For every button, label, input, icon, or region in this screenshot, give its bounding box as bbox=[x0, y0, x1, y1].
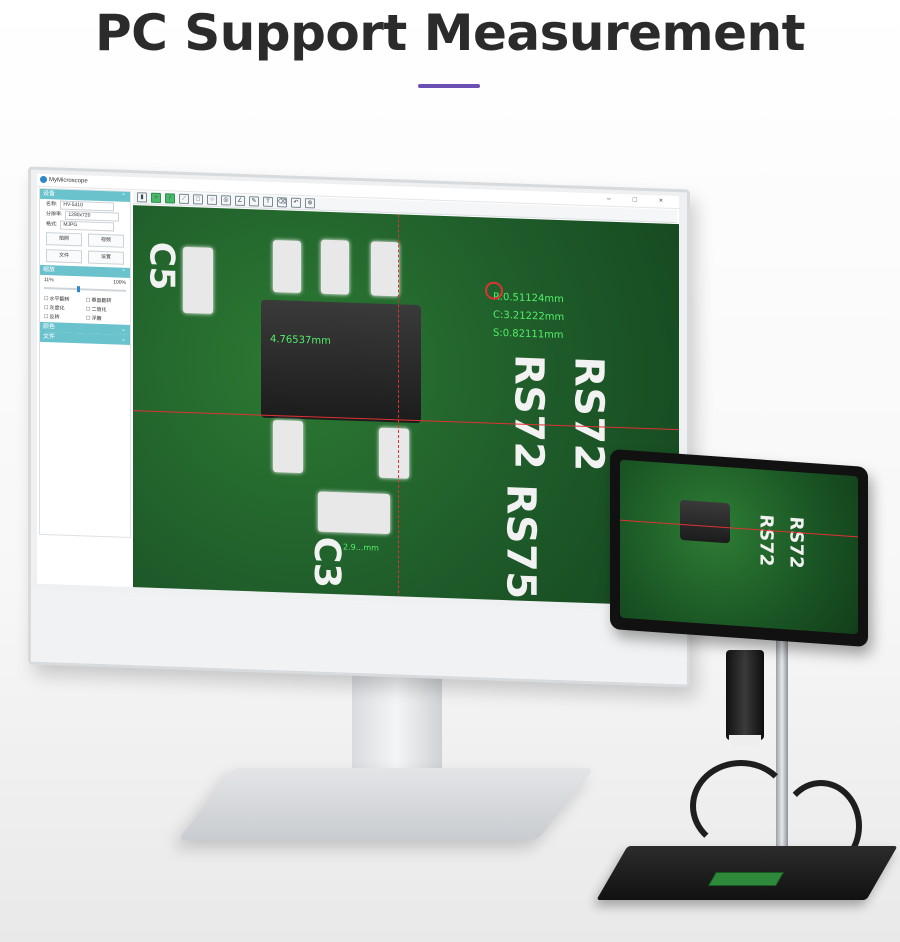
pcb-pad bbox=[273, 419, 303, 474]
chevron-down-icon[interactable]: ⌄ bbox=[120, 336, 126, 343]
app-icon bbox=[40, 175, 47, 184]
chevron-down-icon[interactable]: ⌄ bbox=[120, 326, 126, 333]
crosshair-tool-icon[interactable]: + bbox=[151, 192, 161, 204]
headline-accent-bar bbox=[418, 84, 480, 88]
resolution-select[interactable]: 1280x720 bbox=[65, 210, 120, 222]
microscope-lens bbox=[729, 735, 761, 747]
chevron-up-icon[interactable]: ⌃ bbox=[120, 193, 126, 200]
zoom-section-title: 缩放 bbox=[43, 266, 56, 274]
checkbox-emboss[interactable]: 浮雕 bbox=[86, 314, 126, 322]
file-button[interactable]: 文件 bbox=[46, 249, 82, 264]
measure-circle bbox=[485, 281, 503, 301]
device-name-label: 名称: bbox=[46, 201, 58, 208]
polyline-tool-icon[interactable]: ⟋ bbox=[179, 193, 189, 205]
format-label: 格式: bbox=[46, 221, 58, 228]
pcb-pad bbox=[379, 427, 409, 479]
measure-length: 4.76537mm bbox=[270, 333, 331, 348]
pen-tool-icon[interactable]: ✎ bbox=[249, 196, 259, 207]
eraser-tool-icon[interactable]: ⌫ bbox=[277, 197, 287, 208]
gooseneck-light bbox=[780, 780, 862, 872]
pcb-pad bbox=[318, 491, 390, 535]
monitor-base bbox=[177, 768, 595, 840]
checkbox-invert[interactable]: 反转 bbox=[44, 313, 84, 321]
pcb-pad bbox=[273, 239, 301, 293]
photo-button[interactable]: 拍照 bbox=[46, 232, 82, 247]
microscope-display: RS72 RS72 bbox=[610, 448, 868, 648]
app-title: MyMicroscope bbox=[49, 177, 88, 185]
line-tool-icon[interactable]: / bbox=[165, 193, 175, 204]
zoom-slider[interactable] bbox=[44, 286, 126, 293]
window-controls[interactable]: – □ × bbox=[606, 195, 673, 205]
device-name-select[interactable]: HV-5410 bbox=[60, 200, 115, 211]
monitor: MyMicroscope – □ × 设备 ⌃ 名称: HV-5410 分辨率:… bbox=[28, 166, 690, 688]
ic-chip bbox=[680, 499, 730, 544]
silkscreen-text: C5 bbox=[141, 241, 182, 292]
microscope-body bbox=[726, 650, 764, 740]
monitor-screen: MyMicroscope – □ × 设备 ⌃ 名称: HV-5410 分辨率:… bbox=[37, 173, 679, 607]
action-buttons: 拍照 视频 文件 设置 bbox=[40, 229, 130, 268]
monitor-chin bbox=[31, 589, 687, 685]
checkbox-binarize[interactable]: 二值化 bbox=[86, 305, 126, 314]
clear-tool-icon[interactable]: ⊗ bbox=[305, 198, 315, 209]
pcb-sample bbox=[707, 872, 785, 886]
silkscreen-text: RS72 bbox=[785, 515, 807, 570]
file-section-header[interactable]: 文件 ⌄ bbox=[40, 331, 130, 346]
measure-length-2: 2.9...mm bbox=[343, 542, 379, 553]
resolution-label: 分辨率: bbox=[46, 211, 63, 218]
silkscreen-text: RS72 bbox=[505, 353, 552, 471]
select-tool-icon[interactable]: ▮ bbox=[137, 192, 147, 203]
measure-area: S:0.82111mm bbox=[493, 327, 564, 342]
checkbox-flip-vertical[interactable]: 垂直翻转 bbox=[86, 296, 126, 305]
ic-chip bbox=[261, 299, 421, 424]
measure-circumference: C:3.21222mm bbox=[493, 309, 565, 324]
crosshair-vertical bbox=[398, 214, 400, 599]
pcb-pad bbox=[371, 241, 399, 297]
device-section-title: 设备 bbox=[43, 190, 56, 198]
text-tool-icon[interactable]: T bbox=[263, 196, 273, 207]
color-section-title: 颜色 bbox=[43, 323, 56, 331]
silkscreen-text: RS75 bbox=[497, 483, 544, 601]
image-options: 水平翻转 垂直翻转 灰度化 二值化 反转 浮雕 bbox=[40, 293, 130, 325]
microscope-display-screen: RS72 RS72 bbox=[620, 459, 858, 635]
angle-tool-icon[interactable]: ∠ bbox=[235, 195, 245, 207]
measure-radius: R:0.51124mm bbox=[493, 291, 564, 306]
checkbox-flip-horizontal[interactable]: 水平翻转 bbox=[44, 295, 84, 303]
crosshair-horizontal bbox=[620, 519, 858, 538]
control-sidebar: 设备 ⌃ 名称: HV-5410 分辨率: 1280x720 格式: MJPG … bbox=[39, 187, 131, 539]
settings-button[interactable]: 设置 bbox=[88, 250, 124, 265]
microscope-live-view[interactable]: C5 C3 RS72 RS72 RS75 R:0.51124mm C:3.212… bbox=[133, 205, 679, 607]
zoom-max-label: 100% bbox=[113, 279, 126, 286]
file-section-title: 文件 bbox=[43, 333, 56, 341]
zoom-min-label: 11% bbox=[44, 276, 54, 284]
video-button[interactable]: 视频 bbox=[88, 233, 124, 248]
pcb-pad bbox=[321, 239, 349, 295]
format-select[interactable]: MJPG bbox=[60, 220, 115, 231]
checkbox-grayscale[interactable]: 灰度化 bbox=[44, 304, 84, 312]
page-headline: PC Support Measurement bbox=[94, 4, 806, 62]
zoom-slider-knob[interactable] bbox=[76, 286, 80, 293]
silkscreen-text: RS72 bbox=[565, 355, 612, 473]
chevron-up-icon[interactable]: ⌃ bbox=[120, 269, 126, 276]
rectangle-tool-icon[interactable]: □ bbox=[193, 194, 203, 205]
silkscreen-text: C3 bbox=[306, 535, 348, 589]
pcb-pad bbox=[183, 246, 213, 314]
silkscreen-text: RS72 bbox=[755, 513, 777, 568]
gooseneck-light bbox=[690, 760, 792, 852]
circle-tool-icon[interactable]: ○ bbox=[207, 194, 217, 206]
undo-tool-icon[interactable]: ↶ bbox=[291, 197, 301, 208]
circle-3pt-tool-icon[interactable]: ◎ bbox=[221, 195, 231, 206]
